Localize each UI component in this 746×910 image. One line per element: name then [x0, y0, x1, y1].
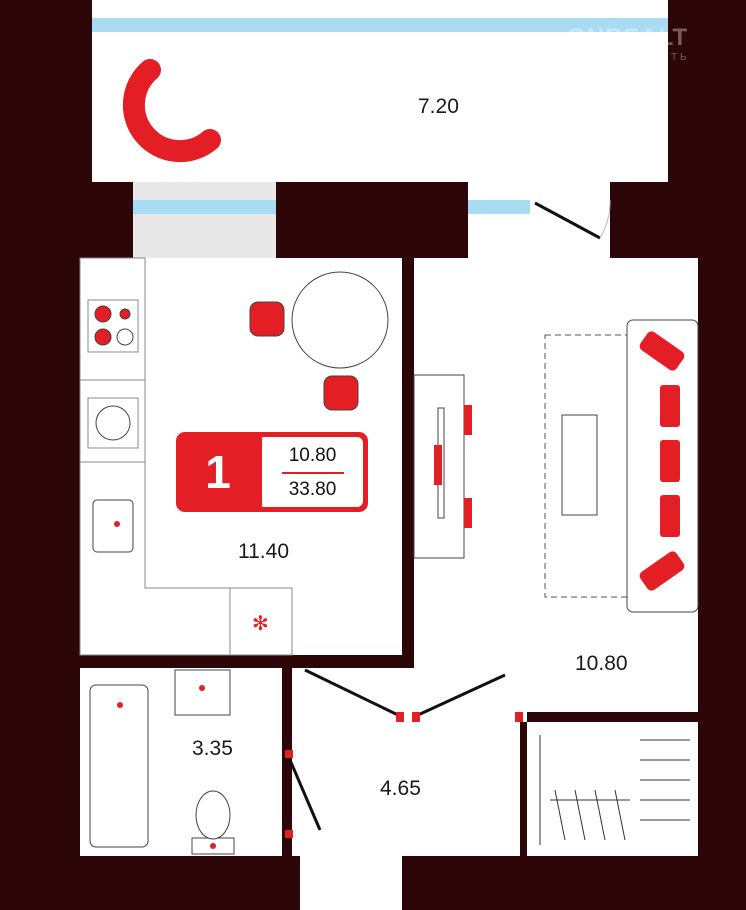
bath-sink	[174, 669, 231, 716]
door-glass	[468, 200, 530, 214]
area-living-room: 10.80	[575, 652, 628, 675]
balcony-door	[534, 201, 601, 240]
armchair	[122, 59, 221, 163]
area-balcony: 7.20	[418, 95, 459, 118]
total-area: 33.80	[288, 479, 337, 500]
watermark-brand: ONREALT	[567, 24, 689, 51]
closet	[527, 722, 698, 856]
bathroom-door	[288, 759, 322, 831]
washing-machine-icon	[87, 397, 139, 449]
area-hallway: 4.65	[380, 777, 421, 800]
sink-icon	[92, 499, 134, 553]
toilet	[191, 790, 235, 855]
area-kitchen: 11.40	[238, 540, 289, 563]
window-glass	[133, 200, 276, 214]
hall-exit	[300, 850, 402, 910]
sofa	[626, 319, 699, 613]
balcony-door-opening	[468, 182, 610, 258]
watermark-subtitle: НЕДВИЖИМОСТЬ	[567, 52, 690, 63]
living-area: 10.80	[288, 445, 337, 466]
watermark: ONREALT НЕДВИЖИМОСТЬ	[515, 24, 690, 63]
wardrobe	[539, 735, 690, 845]
area-bathroom: 3.35	[192, 737, 233, 760]
divider	[282, 472, 344, 474]
living-door	[417, 673, 506, 717]
bathtub	[89, 684, 149, 848]
window-niche	[133, 182, 276, 258]
fridge-icon: ✻	[252, 613, 269, 635]
kitchen-door	[304, 668, 399, 717]
hall-link	[402, 712, 527, 722]
tv-unit	[413, 374, 472, 559]
room-count: 1	[205, 446, 231, 498]
dining-table	[249, 271, 389, 411]
area-box: 10.80 33.80	[262, 437, 363, 507]
coffee-table	[561, 414, 598, 516]
kitchen-counter	[79, 257, 293, 656]
stove-icon	[87, 299, 139, 353]
hallway	[292, 668, 520, 856]
balcony-glass	[92, 18, 668, 32]
apartment-summary-badge: 1 10.80 33.80	[176, 432, 368, 512]
